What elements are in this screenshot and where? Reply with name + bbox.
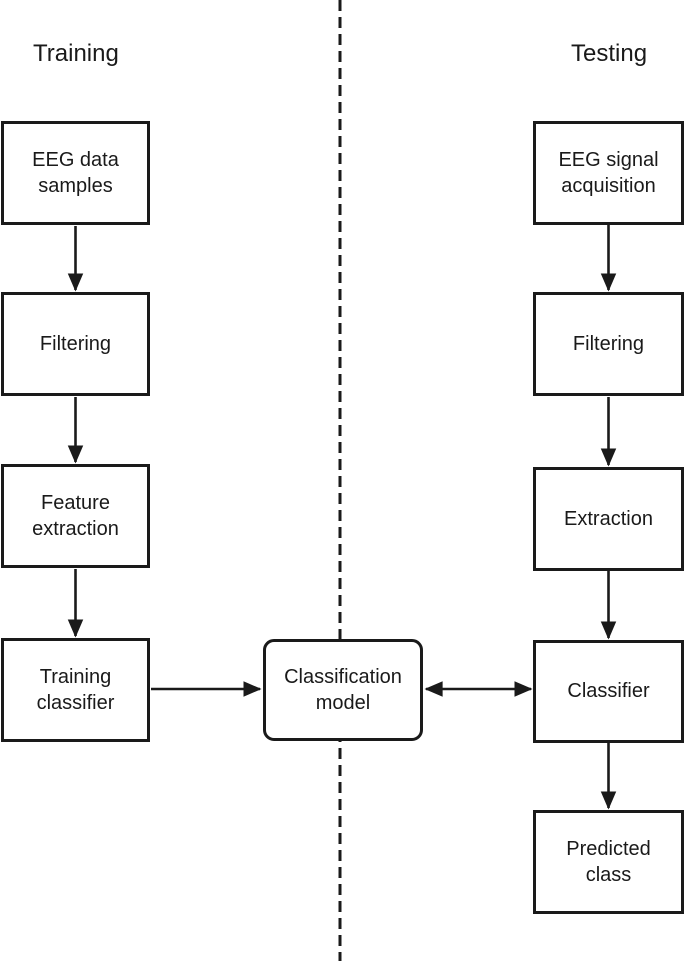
node-classifier: Classifier [533, 640, 684, 743]
node-predicted-class: Predicted class [533, 810, 684, 914]
node-feature-extraction: Feature extraction [1, 464, 150, 568]
node-training-classifier: Training classifier [1, 638, 150, 742]
testing-column-heading: Testing [571, 40, 648, 67]
node-filtering-testing: Filtering [533, 292, 684, 396]
node-filtering-training: Filtering [1, 292, 150, 396]
node-classification-model: Classification model [263, 639, 423, 741]
node-eeg-data-samples: EEG data samples [1, 121, 150, 225]
node-extraction: Extraction [533, 467, 684, 571]
training-column-heading: Training [33, 40, 119, 67]
node-eeg-signal-acquisition: EEG signal acquisition [533, 121, 684, 225]
